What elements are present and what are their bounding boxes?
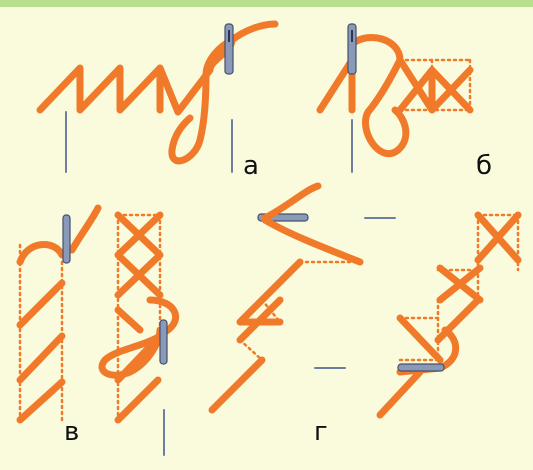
label-g: г — [314, 417, 328, 447]
label-a: а — [243, 151, 259, 181]
needle-icon — [65, 111, 233, 173]
label-v: в — [64, 417, 80, 447]
needle-icon — [62, 214, 71, 264]
needle-icon — [347, 23, 357, 173]
needle-icon — [257, 213, 396, 222]
panel-a — [36, 20, 279, 173]
panel-v — [16, 204, 180, 456]
needle-icon — [397, 363, 445, 372]
needle-icon — [224, 23, 234, 75]
panel-b — [316, 23, 474, 173]
label-b: б — [476, 151, 493, 181]
panel-g — [208, 182, 522, 419]
top-bar — [0, 0, 533, 7]
needle-icon — [159, 319, 168, 456]
